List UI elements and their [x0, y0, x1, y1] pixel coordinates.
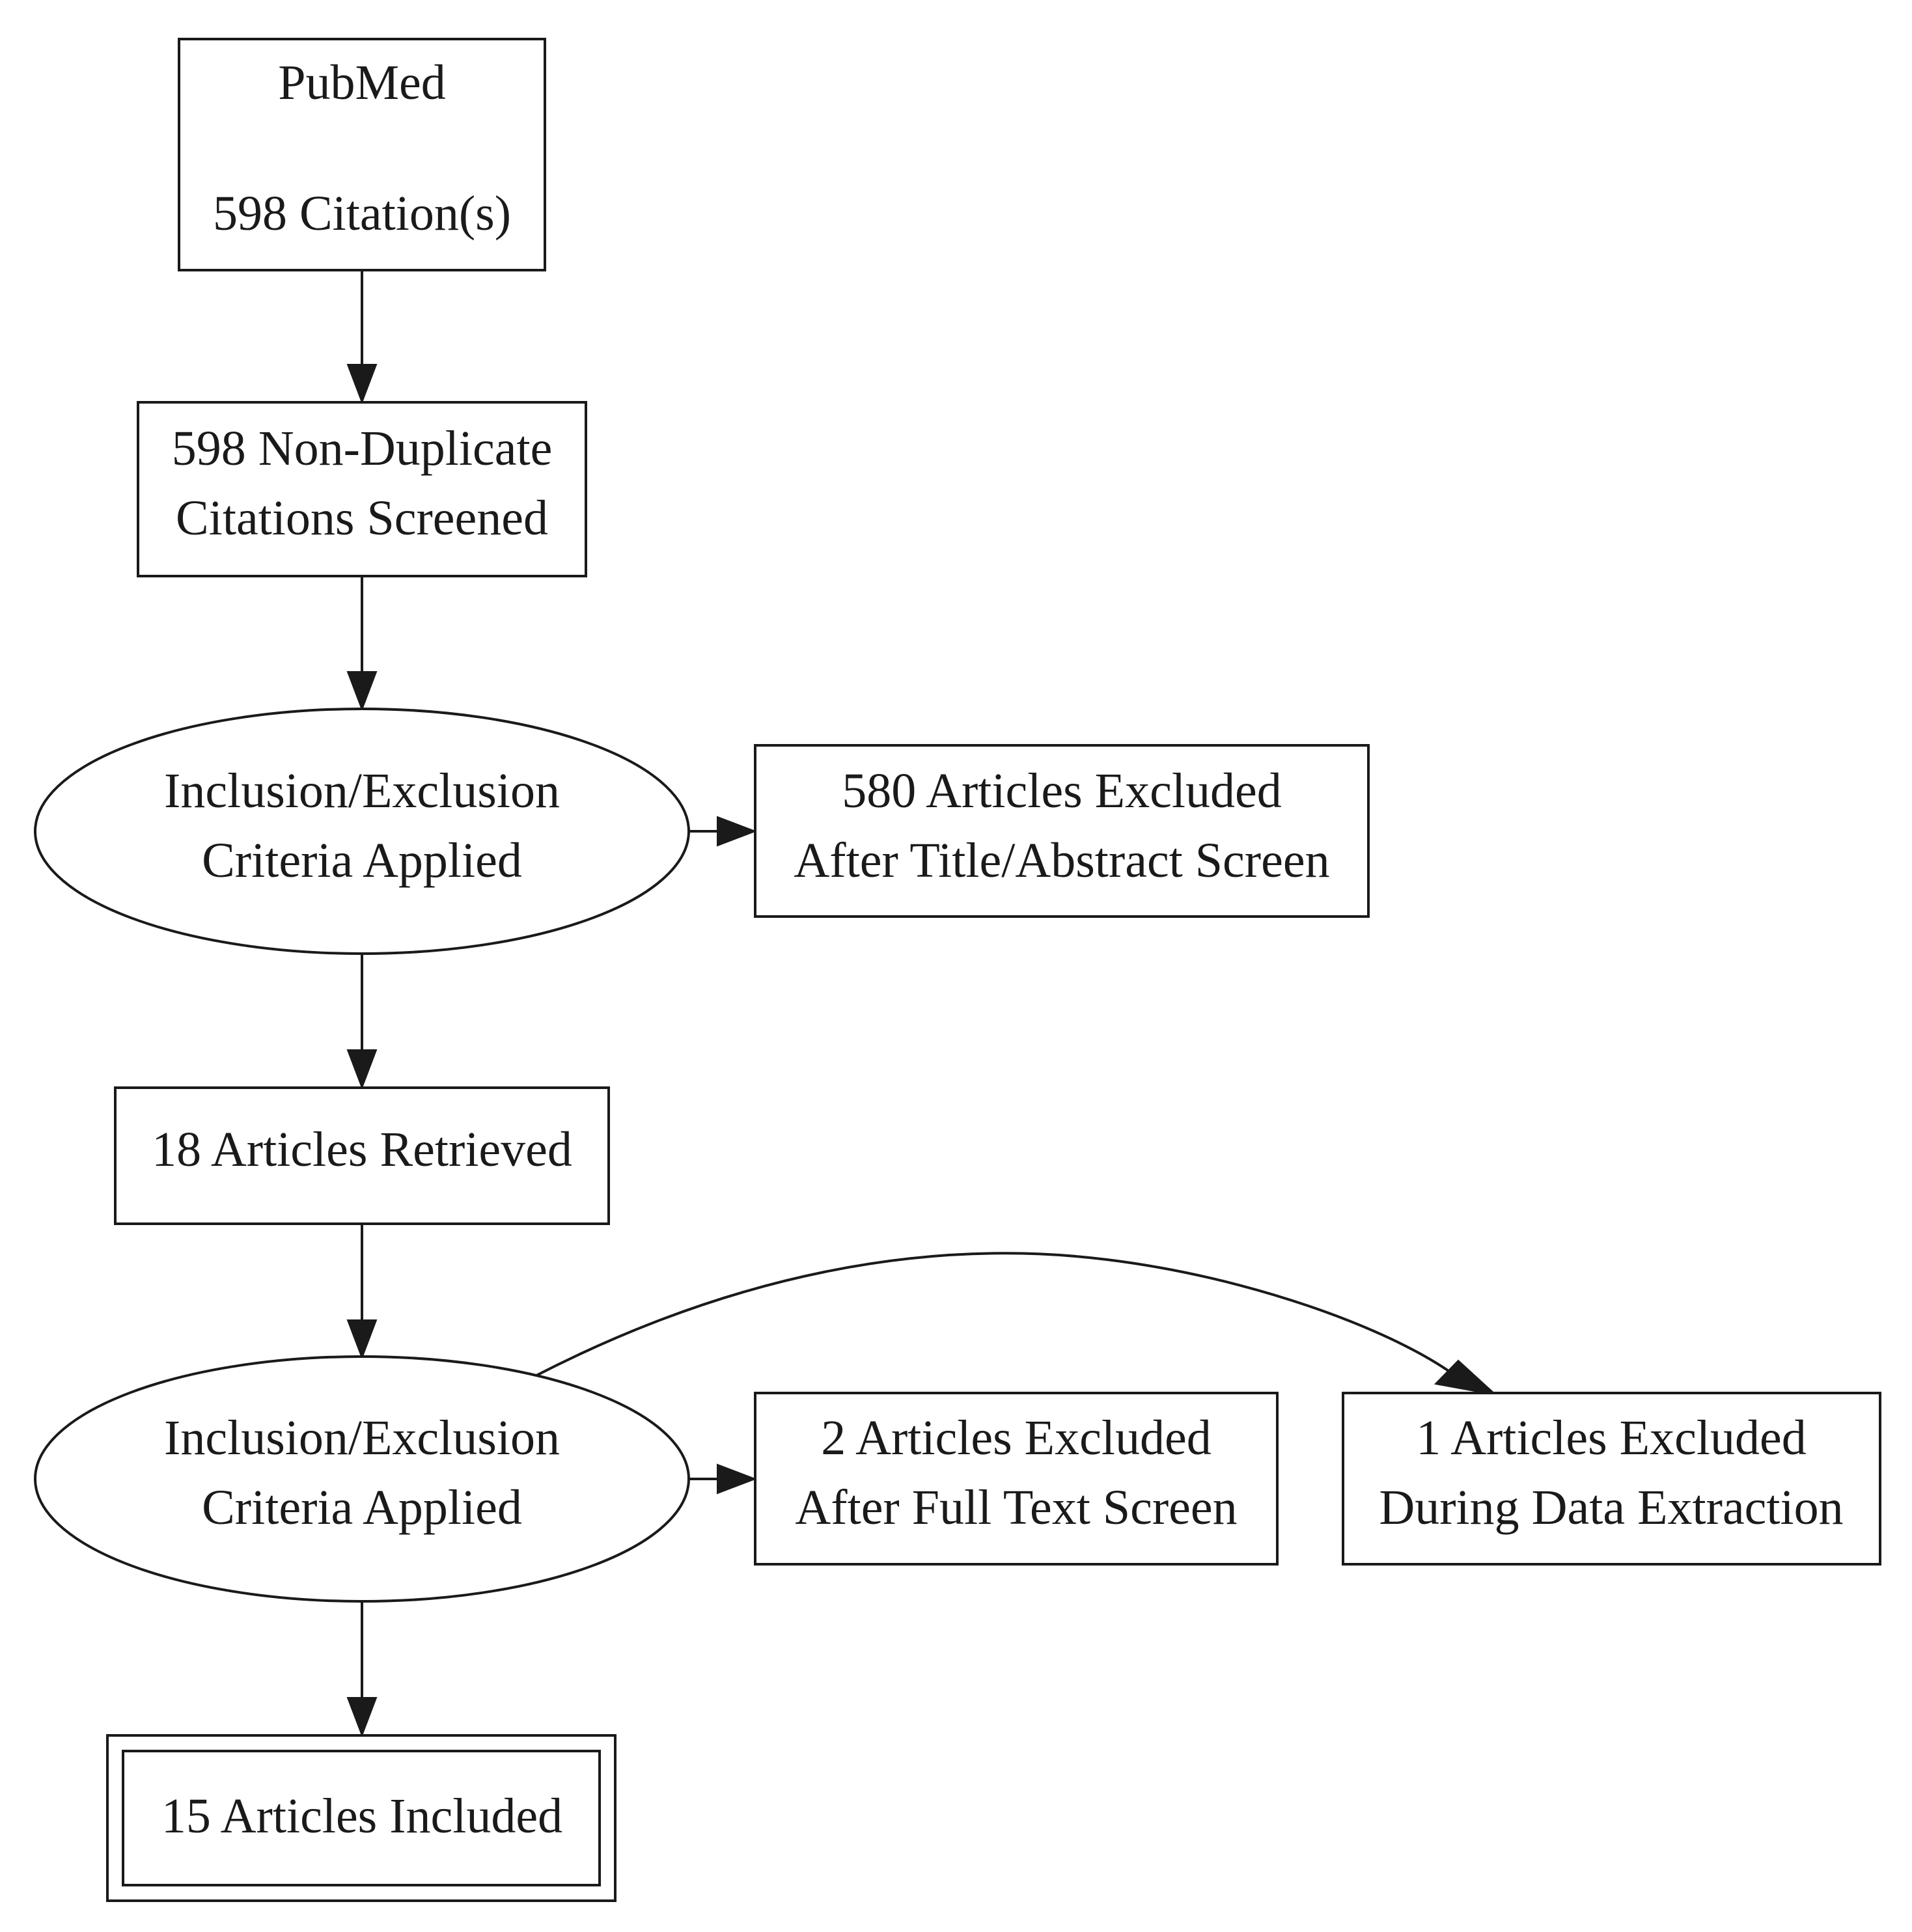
edge-criteria-1-to-retrieved [346, 954, 378, 1090]
node-excluded-data-extraction-line2: During Data Extraction [1379, 1480, 1843, 1535]
node-retrieved: 18 Articles Retrieved [114, 1086, 610, 1225]
edge-criteria-2-to-excluded-data-extraction [533, 1252, 1499, 1396]
node-excluded-full-text-line1: 2 Articles Excluded [821, 1411, 1211, 1465]
edge-criteria-1-to-excluded-title-abstract [689, 816, 757, 847]
node-excluded-title-abstract-line1: 580 Articles Excluded [842, 764, 1281, 818]
node-excluded-full-text-line2: After Full Text Screen [795, 1480, 1237, 1535]
node-excluded-title-abstract-line2: After Title/Abstract Screen [794, 833, 1329, 888]
node-excluded-full-text: 2 Articles Excluded After Full Text Scre… [754, 1392, 1279, 1566]
node-included-label: 15 Articles Included [161, 1789, 562, 1843]
node-criteria-1: Inclusion/Exclusion Criteria Applied [34, 708, 690, 955]
node-included: 15 Articles Included [106, 1734, 617, 1902]
node-screened: 598 Non-Duplicate Citations Screened [137, 401, 587, 577]
node-criteria-1-line2: Criteria Applied [202, 833, 522, 888]
edge-criteria-2-to-included [346, 1601, 378, 1737]
node-excluded-data-extraction: 1 Articles Excluded During Data Extracti… [1342, 1392, 1881, 1566]
edge-screened-to-criteria-1 [346, 576, 378, 711]
node-criteria-1-line1: Inclusion/Exclusion [164, 764, 560, 818]
edge-source-to-screened [346, 270, 378, 404]
node-excluded-data-extraction-line1: 1 Articles Excluded [1416, 1411, 1806, 1465]
node-source-count: 598 Citation(s) [213, 186, 511, 241]
node-source-title: PubMed [278, 55, 446, 110]
node-screened-line1: 598 Non-Duplicate [172, 421, 553, 476]
edge-retrieved-to-criteria-2 [346, 1224, 378, 1360]
node-excluded-title-abstract: 580 Articles Excluded After Title/Abstra… [754, 744, 1370, 918]
node-screened-line2: Citations Screened [176, 491, 548, 545]
node-criteria-2-line2: Criteria Applied [202, 1480, 522, 1535]
edge-criteria-2-to-excluded-full-text [689, 1463, 757, 1495]
node-criteria-2: Inclusion/Exclusion Criteria Applied [34, 1355, 690, 1603]
node-source: PubMed 598 Citation(s) [178, 38, 546, 271]
node-criteria-2-line1: Inclusion/Exclusion [164, 1411, 560, 1465]
node-retrieved-label: 18 Articles Retrieved [152, 1122, 572, 1177]
